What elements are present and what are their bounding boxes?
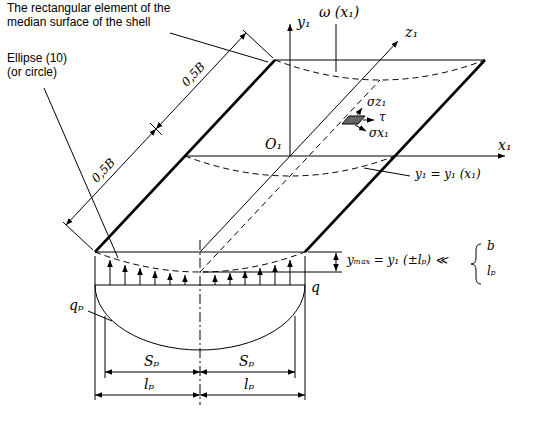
x-axis (185, 156, 505, 157)
dimension-label: 0,5B (89, 155, 120, 186)
stress-label: τ (378, 111, 387, 125)
axis-label: z₁ (404, 24, 419, 40)
dimension-label: 0,5B (179, 59, 210, 90)
origin-label: O₁ (264, 136, 283, 152)
load-arrow (215, 275, 216, 285)
formula-label: b (486, 240, 496, 254)
formula-label: lₚ (486, 265, 497, 279)
dimension-label: lₚ (243, 376, 255, 392)
leader-line (364, 168, 410, 176)
load-arrow (260, 268, 261, 285)
load-arrow (185, 275, 186, 285)
dimension-label: Sₚ (143, 353, 160, 369)
axis-label: x₁ (497, 137, 513, 153)
axis-label: y₁ (296, 14, 312, 30)
dimension-line (156, 33, 246, 129)
load-arrow (230, 273, 231, 285)
stress-label: σx₁ (368, 127, 390, 141)
leader-line (88, 311, 112, 321)
annotation-note: Ellipse (10) (or circle) (6, 52, 86, 80)
extension-line (203, 272, 342, 273)
dimension-line (200, 395, 305, 396)
load-arrow (140, 268, 141, 285)
formula-label: yₘₐₓ = y₁ (±lₚ) ≪ (346, 254, 449, 268)
curve-label: ω (x₁) (318, 4, 360, 20)
leader-line (336, 24, 337, 72)
load-label: q (310, 279, 321, 295)
load-arrow (155, 271, 156, 285)
shell-lines (44, 24, 505, 405)
load-arrow (170, 273, 171, 285)
stress-element (342, 116, 365, 124)
dimension-label: Sₚ (238, 353, 255, 369)
back-section-curve (275, 60, 485, 80)
extension-line (105, 316, 106, 378)
extension-line (295, 316, 296, 378)
dimension-line (95, 395, 200, 396)
formula-label: y₁ = y₁ (x₁) (414, 168, 482, 182)
stress-arrow (363, 120, 374, 121)
stress-label: σz₁ (366, 96, 387, 110)
load-arrow (110, 260, 111, 285)
leader-line (170, 33, 268, 62)
brace (471, 244, 481, 284)
dimension-label: lₚ (143, 376, 155, 392)
stress-arrow (357, 108, 362, 115)
extension-line (95, 256, 96, 400)
dimension-line (336, 253, 337, 271)
load-arrow (125, 265, 126, 285)
mid-section-curve (185, 156, 395, 176)
extension-line (243, 30, 273, 58)
dimension-line (66, 129, 156, 225)
z-axis (200, 41, 398, 252)
load-arrow (275, 265, 276, 285)
stress-arrow (355, 125, 366, 131)
y-axis (290, 24, 291, 156)
dimension-tick (150, 123, 162, 135)
extension-line (63, 222, 93, 250)
load-label: qₚ (68, 297, 85, 313)
extension-line (305, 256, 306, 400)
center-line (200, 240, 201, 405)
dimension-line (105, 372, 200, 373)
dimension-line (200, 372, 295, 373)
annotation-note: The rectangular element of the median su… (6, 2, 198, 30)
load-arrow (245, 271, 246, 285)
extension-line (308, 252, 342, 253)
